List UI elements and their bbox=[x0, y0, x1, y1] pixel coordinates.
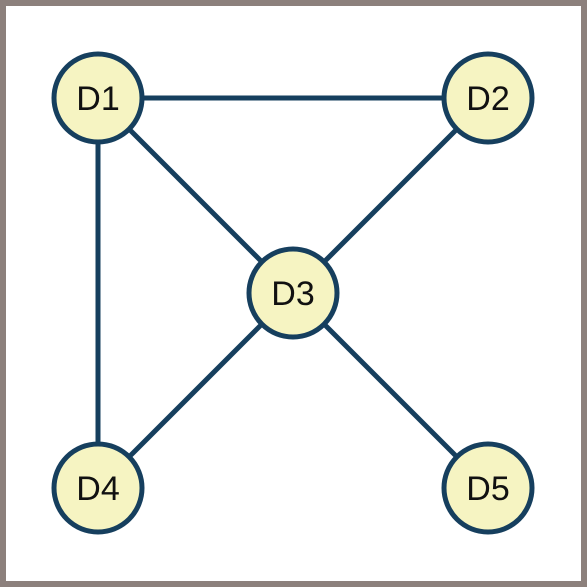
node-label: D2 bbox=[466, 80, 509, 118]
node-d2: D2 bbox=[441, 51, 535, 145]
node-circle bbox=[441, 441, 535, 535]
node-circle bbox=[441, 51, 535, 145]
node-label: D3 bbox=[271, 275, 314, 313]
node-circle bbox=[51, 51, 145, 145]
node-circle bbox=[51, 441, 145, 535]
node-d4: D4 bbox=[51, 441, 145, 535]
node-d5: D5 bbox=[441, 441, 535, 535]
node-d3: D3 bbox=[246, 246, 340, 340]
node-label: D5 bbox=[466, 470, 509, 508]
node-d1: D1 bbox=[51, 51, 145, 145]
node-circle bbox=[246, 246, 340, 340]
node-label: D4 bbox=[76, 470, 119, 508]
node-label: D1 bbox=[76, 80, 119, 118]
